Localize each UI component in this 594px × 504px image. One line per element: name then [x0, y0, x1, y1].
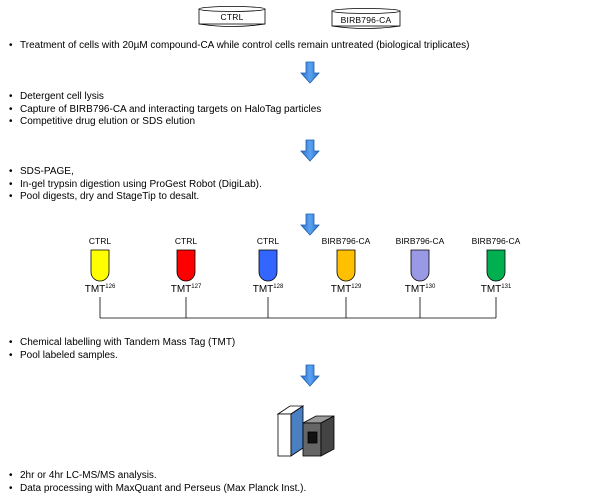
arrow-down-icon [300, 139, 320, 162]
tube-condition-label: CTRL [174, 236, 198, 246]
tmt-tag: TMT [480, 284, 502, 295]
step-treatment: Treatment of cells with 20µM compound-CA… [8, 40, 469, 53]
tmt-channel-number: 131 [501, 284, 512, 290]
tmt-tubes [90, 249, 506, 282]
tmt-channel-label: TMT127 [156, 284, 216, 295]
tmt-channel-label: TMT130 [390, 284, 450, 295]
step-item: Pool labeled samples. [8, 350, 235, 363]
step-capture: Detergent cell lysis Capture of BIRB796-… [8, 91, 321, 129]
step-item: Competitive drug elution or SDS elution [8, 116, 321, 129]
tmt-tag: TMT [170, 284, 192, 295]
step-item: Detergent cell lysis [8, 91, 321, 104]
tube-condition-label: BIRB796-CA [395, 236, 445, 246]
tmt-channel-label: TMT126 [70, 284, 130, 295]
tmt-channel-number: 127 [191, 284, 202, 290]
arrow-down-icon [300, 213, 320, 236]
tmt-channel-label: TMT128 [238, 284, 298, 295]
dish-treated [331, 8, 401, 29]
step-item: Chemical labelling with Tandem Mass Tag … [8, 337, 235, 350]
step-item: Capture of BIRB796-CA and interacting ta… [8, 104, 321, 117]
arrow-down-icon [300, 364, 320, 387]
tmt-channel-label: TMT129 [316, 284, 376, 295]
tmt-tube [410, 249, 430, 282]
tmt-tube [336, 249, 356, 282]
step-item: In-gel trypsin digestion using ProGest R… [8, 179, 262, 192]
tube-condition-label: CTRL [88, 236, 112, 246]
arrow-down-icon [300, 61, 320, 84]
step-item: Pool digests, dry and StageTip to desalt… [8, 191, 262, 204]
tmt-channel-number: 128 [273, 284, 284, 290]
step-analysis: 2hr or 4hr LC-MS/MS analysis. Data proce… [8, 470, 306, 495]
step-item: 2hr or 4hr LC-MS/MS analysis. [8, 470, 306, 483]
tmt-channel-label: TMT131 [466, 284, 526, 295]
tmt-tag: TMT [330, 284, 352, 295]
tube-condition-label: BIRB796-CA [471, 236, 521, 246]
pooling-bracket [99, 297, 497, 319]
dish-label-ctrl: CTRL [220, 12, 244, 22]
mass-spectrometer-icon [276, 405, 335, 457]
tmt-tube [486, 249, 506, 282]
step-labelling: Chemical labelling with Tandem Mass Tag … [8, 337, 235, 362]
tube-condition-label: CTRL [256, 236, 280, 246]
tmt-channel-number: 126 [105, 284, 116, 290]
tmt-tube [258, 249, 278, 282]
step-item: SDS-PAGE, [8, 166, 262, 179]
tmt-tag: TMT [252, 284, 274, 295]
tmt-tube [176, 249, 196, 282]
step-item: Treatment of cells with 20µM compound-CA… [8, 40, 469, 53]
tmt-tag: TMT [404, 284, 426, 295]
tmt-channel-number: 129 [351, 284, 362, 290]
tube-condition-label: BIRB796-CA [321, 236, 371, 246]
dish-label-treated: BIRB796-CA [340, 15, 392, 25]
tmt-tag: TMT [84, 284, 106, 295]
step-digestion: SDS-PAGE, In-gel trypsin digestion using… [8, 166, 262, 204]
dish-ctrl [198, 6, 266, 27]
step-item: Data processing with MaxQuant and Perseu… [8, 483, 306, 496]
tmt-channel-number: 130 [425, 284, 436, 290]
tmt-tube [90, 249, 110, 282]
